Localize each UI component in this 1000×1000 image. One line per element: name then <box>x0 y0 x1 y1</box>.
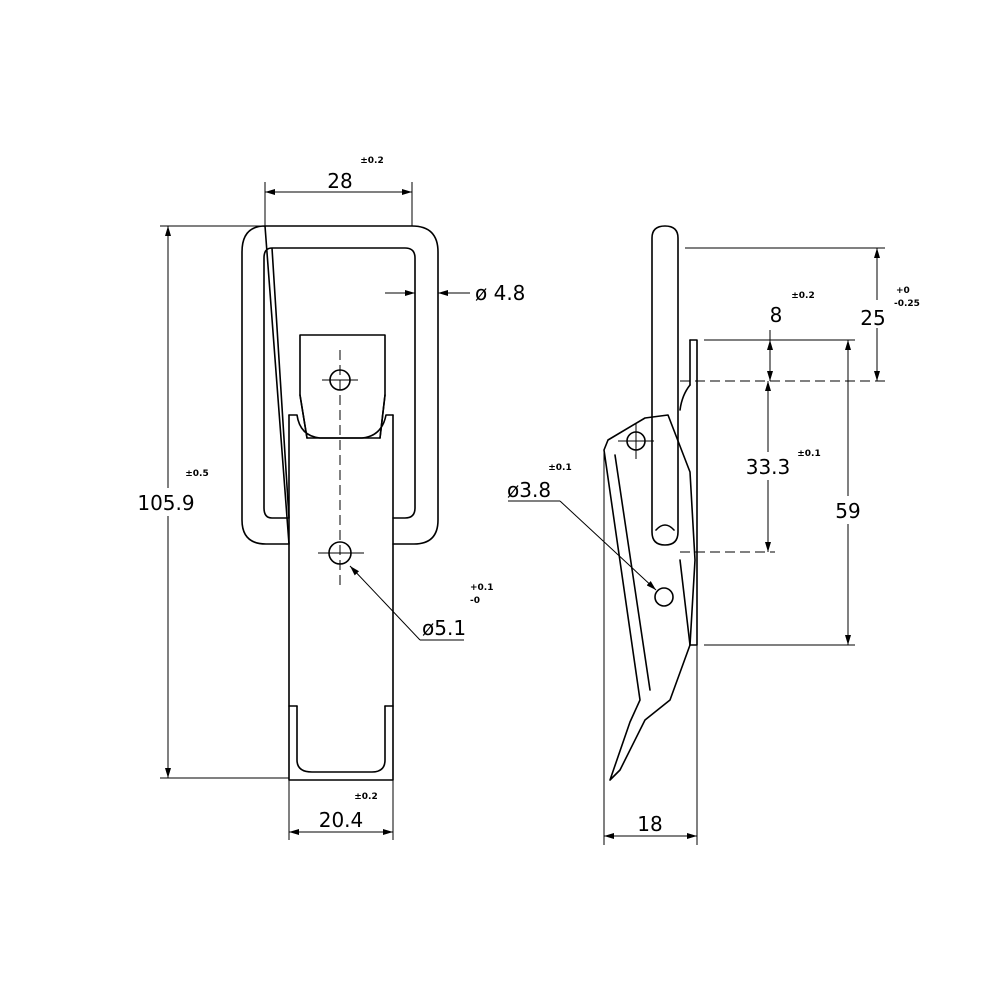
dim-front-height: 105.9 <box>137 491 194 515</box>
tol-side-hole: ±0.1 <box>548 463 571 473</box>
dim-front-width: 28 <box>327 169 352 193</box>
tol-side-small: ±0.2 <box>791 291 814 301</box>
latch-body <box>288 414 394 781</box>
dim-bottom-width: 20.4 <box>319 808 364 832</box>
tol-front-hole-upper: +0.1 <box>470 583 493 593</box>
dim-wire-diameter: ø 4.8 <box>475 281 525 305</box>
front-view: 28 ±0.2 ø 4.8 105.9 ±0.5 ø5.1 +0.1 -0 20… <box>128 156 525 840</box>
dim-side-tall: 59 <box>835 499 860 523</box>
dim-side-small: 8 <box>770 303 783 327</box>
side-view: 25 +0 -0.25 8 ±0.2 33.3 ±0.1 59 ø3.8 ±0.… <box>507 225 920 845</box>
top-clip <box>299 334 386 439</box>
lever-body <box>603 414 696 781</box>
wire-loop-inner <box>263 247 416 519</box>
dim-side-width: 18 <box>637 812 662 836</box>
tol-side-mid: ±0.1 <box>797 449 820 459</box>
tol-side-top-lower: -0.25 <box>894 299 920 309</box>
dim-side-hole-diameter: ø3.8 <box>507 478 551 502</box>
tol-front-height: ±0.5 <box>185 469 208 479</box>
wire-loop-outer <box>241 225 439 545</box>
tol-front-hole-lower: -0 <box>470 596 480 606</box>
dim-side-top: 25 <box>860 306 885 330</box>
tol-side-top-upper: +0 <box>896 286 910 296</box>
tol-bottom-width: ±0.2 <box>354 792 377 802</box>
tol-front-width: ±0.2 <box>360 156 383 166</box>
side-wire-loop <box>651 225 679 546</box>
dim-front-hole-diameter: ø5.1 <box>422 616 466 640</box>
back-plate <box>689 339 698 646</box>
side-hole <box>654 587 674 607</box>
dim-side-mid: 33.3 <box>746 455 791 479</box>
